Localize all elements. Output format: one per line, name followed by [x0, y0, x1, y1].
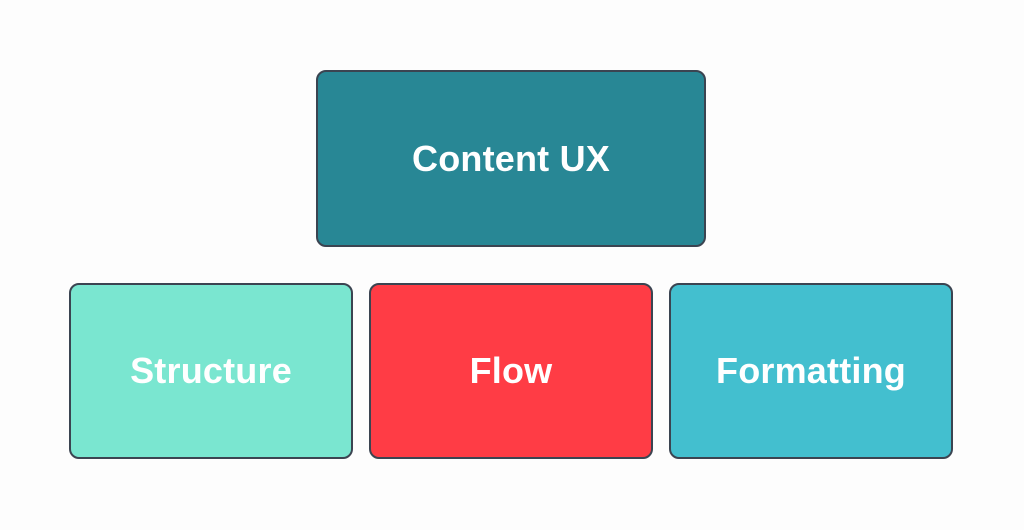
child-node-label: Structure	[130, 350, 292, 391]
root-node-content-ux: Content UX	[316, 70, 706, 247]
child-node-label: Flow	[469, 350, 553, 391]
child-node-label: Formatting	[716, 350, 906, 391]
child-node-formatting: Formatting	[669, 283, 953, 459]
child-node-structure: Structure	[69, 283, 353, 459]
child-node-flow: Flow	[369, 283, 653, 459]
root-node-label: Content UX	[412, 137, 610, 179]
